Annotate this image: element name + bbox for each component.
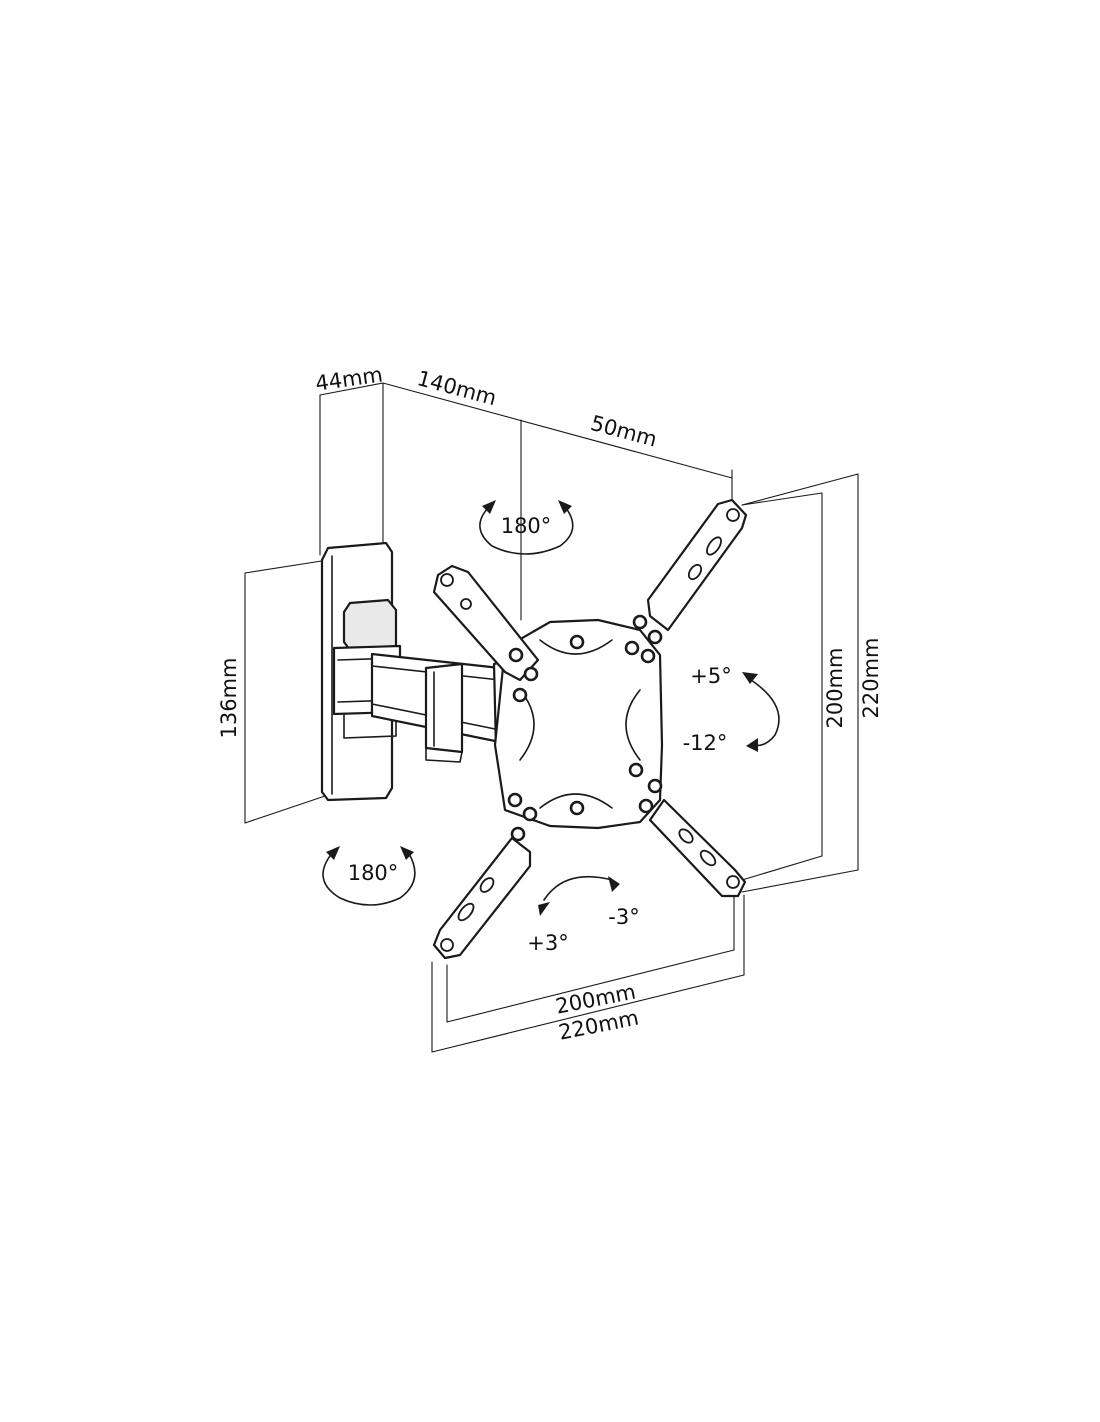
label-tilt-up: +5° — [690, 664, 731, 688]
dimension-lines — [244, 382, 859, 1053]
rotation-indicators — [322, 500, 780, 916]
label-arm-offset: 50mm — [588, 411, 660, 452]
label-vesa-vertical-outer: 220mm — [859, 638, 883, 719]
label-swivel-top: 180° — [501, 514, 552, 538]
label-level-plus: +3° — [527, 931, 568, 955]
level-arrow — [543, 875, 613, 901]
label-level-minus: -3° — [608, 905, 639, 929]
label-wall-plate-height: 136mm — [217, 658, 241, 739]
label-swivel-bottom: 180° — [348, 861, 399, 885]
swivel-top-arrow — [479, 507, 574, 555]
label-vesa-vertical-inner: 200mm — [823, 648, 847, 729]
vesa-bracket — [432, 498, 748, 960]
label-tilt-down: -12° — [683, 731, 728, 755]
label-plate-depth: 44mm — [314, 362, 384, 395]
label-arm-extension: 140mm — [415, 366, 499, 410]
swivel-bottom-arrow — [322, 851, 416, 906]
tilt-arrow — [747, 677, 780, 747]
swing-arm — [370, 652, 516, 763]
